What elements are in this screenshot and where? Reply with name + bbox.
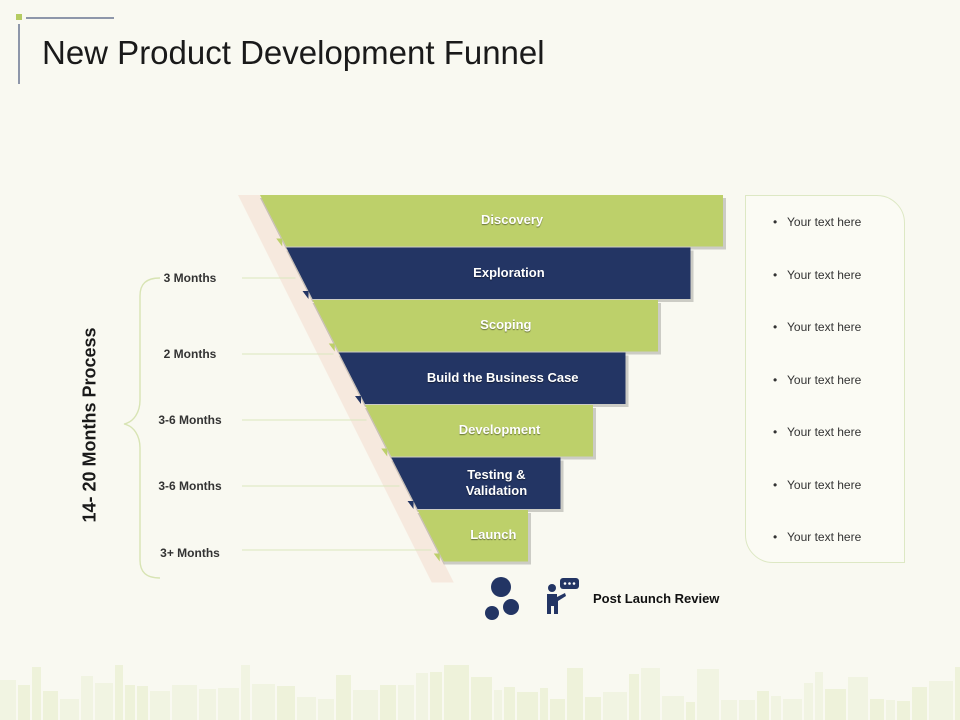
note-item: • Your text here — [773, 320, 861, 334]
note-item: • Your text here — [773, 268, 861, 282]
circles-icon — [485, 577, 519, 620]
note-item: • Your text here — [773, 478, 861, 492]
bullet-icon: • — [773, 215, 778, 229]
note-item: • Your text here — [773, 373, 861, 387]
funnel-bar-notch — [433, 553, 440, 562]
duration-label: 2 Months — [163, 347, 217, 361]
city-skyline-decoration — [0, 665, 960, 720]
funnel-bar — [312, 300, 658, 352]
duration-label: 3 Months — [163, 271, 217, 285]
funnel-bar — [391, 457, 561, 509]
funnel-bar — [338, 352, 626, 404]
note-text: Your text here — [787, 530, 862, 544]
note-text: Your text here — [787, 372, 862, 387]
funnel-bar-notch — [302, 291, 309, 299]
post-launch-review-label: Post Launch Review — [593, 591, 720, 606]
bullet-icon: • — [773, 320, 778, 334]
bullet-icon: • — [773, 530, 778, 544]
note-item: • Your text here — [773, 425, 861, 439]
note-text: Your text here — [787, 425, 862, 439]
funnel-diagonal-band — [238, 195, 454, 583]
funnel-stage-label: Testing & Validation — [465, 466, 528, 498]
note-text: Your text here — [787, 477, 862, 492]
duration-label: 3-6 Months — [158, 479, 222, 493]
page-title: New Product Development Funnel — [42, 34, 545, 71]
bullet-icon: • — [773, 477, 778, 492]
note-text: Your text here — [787, 320, 862, 334]
funnel-bar-notch — [381, 448, 388, 457]
funnel-bar-notch — [276, 238, 283, 247]
funnel-bar — [365, 405, 593, 457]
bullet-icon: • — [773, 372, 778, 387]
funnel-stage-label: Development — [458, 422, 541, 438]
funnel-stage-label: Scoping — [480, 317, 532, 333]
funnel-stage-label: Launch — [470, 527, 517, 543]
notes-panel — [745, 195, 905, 563]
funnel-bar-notch — [355, 396, 361, 404]
funnel-bar — [260, 195, 723, 247]
funnel-stage-label: Discovery — [480, 212, 544, 228]
funnel-bar-notch — [407, 501, 414, 509]
funnel-bar-notch — [328, 343, 335, 352]
duration-label: 3+ Months — [160, 546, 220, 560]
funnel-stage-label: Build the Business Case — [426, 369, 579, 385]
bullet-icon: • — [773, 267, 778, 282]
note-item: • Your text here — [773, 215, 861, 229]
bullet-icon: • — [773, 425, 778, 439]
duration-label: 3-6 Months — [158, 413, 222, 427]
funnel-bar — [286, 247, 691, 299]
note-text: Your text here — [787, 215, 862, 229]
funnel-bar — [417, 510, 528, 562]
note-text: Your text here — [787, 267, 862, 282]
funnel-stage-label: Exploration — [473, 264, 545, 280]
note-item: • Your text here — [773, 530, 861, 544]
presenter-icon — [547, 578, 579, 614]
corner-decoration — [16, 14, 114, 84]
